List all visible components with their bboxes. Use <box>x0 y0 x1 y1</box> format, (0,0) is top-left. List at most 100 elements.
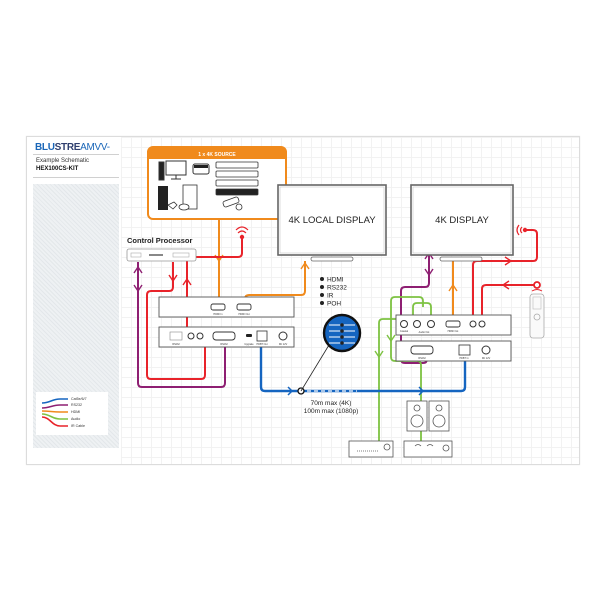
port-label: HDMI In <box>213 313 223 316</box>
divider <box>33 154 119 155</box>
pc-icon <box>158 160 187 181</box>
ir-cable-rx-to-emitter <box>472 229 538 315</box>
game-console-icon <box>178 184 198 211</box>
ir-cable-processor-to-tx <box>146 262 206 380</box>
coax-port <box>400 320 408 328</box>
port-label: HDMI Out <box>238 313 249 316</box>
logo-wave-icon: AMVV- <box>80 142 110 153</box>
control-processor-device <box>126 248 197 262</box>
ir-out-port <box>478 320 486 328</box>
audio-cable-rx-to-amp <box>412 302 432 315</box>
catx-arrow <box>287 386 425 396</box>
blustream-logo: BLUSTREAMVV- <box>35 142 110 153</box>
schematic-subtitle: Example Schematic <box>36 158 90 164</box>
rs232-cable-processor-to-tx <box>137 262 226 388</box>
legend-line-rs232 <box>41 404 68 409</box>
av-receiver-icon <box>348 440 394 458</box>
catx-cable-tx-to-rx <box>259 340 467 393</box>
set-top-box-icon <box>215 161 259 196</box>
camera-icon <box>222 196 243 211</box>
port-label: DC 12V <box>482 357 491 360</box>
hdmi-in-port <box>210 303 226 311</box>
port-label: RS232 <box>418 357 426 360</box>
ir-cable-receiver-to-rx <box>481 284 535 315</box>
ir-arrow <box>182 277 192 286</box>
audio-arrow <box>374 350 384 359</box>
ir-arrow <box>504 256 513 266</box>
hdmi-arrow <box>300 261 310 270</box>
sidebar: BLUSTREAMVV- Example Schematic HEX100CS-… <box>27 137 121 464</box>
receiver-unit: Coaxial Audio Out HDMI Out RS232 HDBT In… <box>395 314 512 362</box>
local-display-label: 4K LOCAL DISPLAY <box>288 215 376 226</box>
ir-emitter-icon <box>235 226 249 240</box>
amplifier-icon <box>403 440 453 458</box>
hdbaset-feature-list: HDMI RS232 IR POH <box>320 277 347 308</box>
db9-port <box>212 331 236 341</box>
ir-arrow <box>501 280 510 290</box>
legend-label: RS232 <box>71 403 82 407</box>
ir-arrow <box>168 274 178 283</box>
db9-port <box>410 345 434 355</box>
port-label: HDBT Out <box>257 343 268 346</box>
local-display: 4K LOCAL DISPLAY <box>277 184 387 262</box>
cable-legend: Cat5e/6/7 RS232 HDMI Audio IR Cable <box>36 392 108 435</box>
hdmi-out-port <box>445 320 461 328</box>
schematic-svg: 1 x 4K SOURCE <box>126 146 545 458</box>
divider <box>33 177 119 178</box>
hdbt-in-port <box>458 344 471 356</box>
port-label: Upgrade <box>244 343 254 346</box>
kit-name: HEX100CS-KIT <box>36 166 79 172</box>
ir-emitter-icon <box>516 224 528 236</box>
cable-cross-section-icon <box>322 313 362 353</box>
audio-arrow <box>386 334 396 343</box>
source-box: 1 x 4K SOURCE <box>147 146 287 220</box>
ir-receiver-icon <box>533 281 541 289</box>
media-player-icon <box>192 163 210 175</box>
upgrade-port <box>246 334 252 337</box>
legend-line-audio <box>41 413 68 420</box>
remote-display: 4K DISPLAY <box>410 184 514 262</box>
feature-hdmi: HDMI <box>327 277 344 284</box>
feature-rs232: RS232 <box>327 285 347 292</box>
transmitter-unit: HDMI In HDMI Out RS232 RS232 Upgrade HDB… <box>158 296 295 348</box>
control-processor-label: Control Processor <box>127 236 193 245</box>
legend-swatches <box>41 398 68 427</box>
legend-label: HDMI <box>71 410 81 414</box>
ir-in-port <box>196 332 204 340</box>
legend-label: Cat5e/6/7 <box>71 397 87 401</box>
audio-cable-coax-to-receiver <box>378 318 404 447</box>
dc-port <box>278 331 288 341</box>
port-label: HDBT In <box>459 357 469 360</box>
remote-control-icon <box>529 289 545 339</box>
feature-ir: IR <box>327 293 334 300</box>
source-box-title: 1 x 4K SOURCE <box>198 152 236 158</box>
diagram-area: 1 x 4K SOURCE <box>121 137 579 464</box>
port-label: Coaxial <box>400 330 408 333</box>
game-console-icon <box>158 186 178 210</box>
port-label: HDMI Out <box>448 330 459 333</box>
remote-display-label: 4K DISPLAY <box>435 215 489 226</box>
port-label: RS232 <box>172 343 180 346</box>
callout-leader-line <box>300 344 330 392</box>
legend-label: IR Cable <box>71 424 85 428</box>
legend-line-hdmi <box>41 410 68 413</box>
legend-label: Audio <box>71 417 81 421</box>
audio-l-port <box>413 320 421 328</box>
audio-r-port <box>427 320 435 328</box>
cable-length-note-1080p: 100m max (1080p) <box>304 408 359 415</box>
port-label: DC 12V <box>279 343 288 346</box>
speakers-icon <box>406 400 450 432</box>
hdmi-out-port <box>236 303 252 311</box>
hdmi-arrow <box>448 283 458 292</box>
logo-stream: STRE <box>54 142 81 153</box>
port-label: Audio Out <box>419 331 430 334</box>
dc-port <box>481 345 491 355</box>
hdbt-out-port <box>256 330 268 342</box>
logo-blu: BLU <box>35 142 55 153</box>
rs232-port <box>169 331 183 341</box>
feature-poh: POH <box>327 301 341 308</box>
cable-length-note-4k: 70m max (4K) <box>311 400 352 407</box>
rs232-arrow <box>133 265 143 293</box>
ir-out-port <box>187 332 195 340</box>
port-label: RS232 <box>220 343 228 346</box>
